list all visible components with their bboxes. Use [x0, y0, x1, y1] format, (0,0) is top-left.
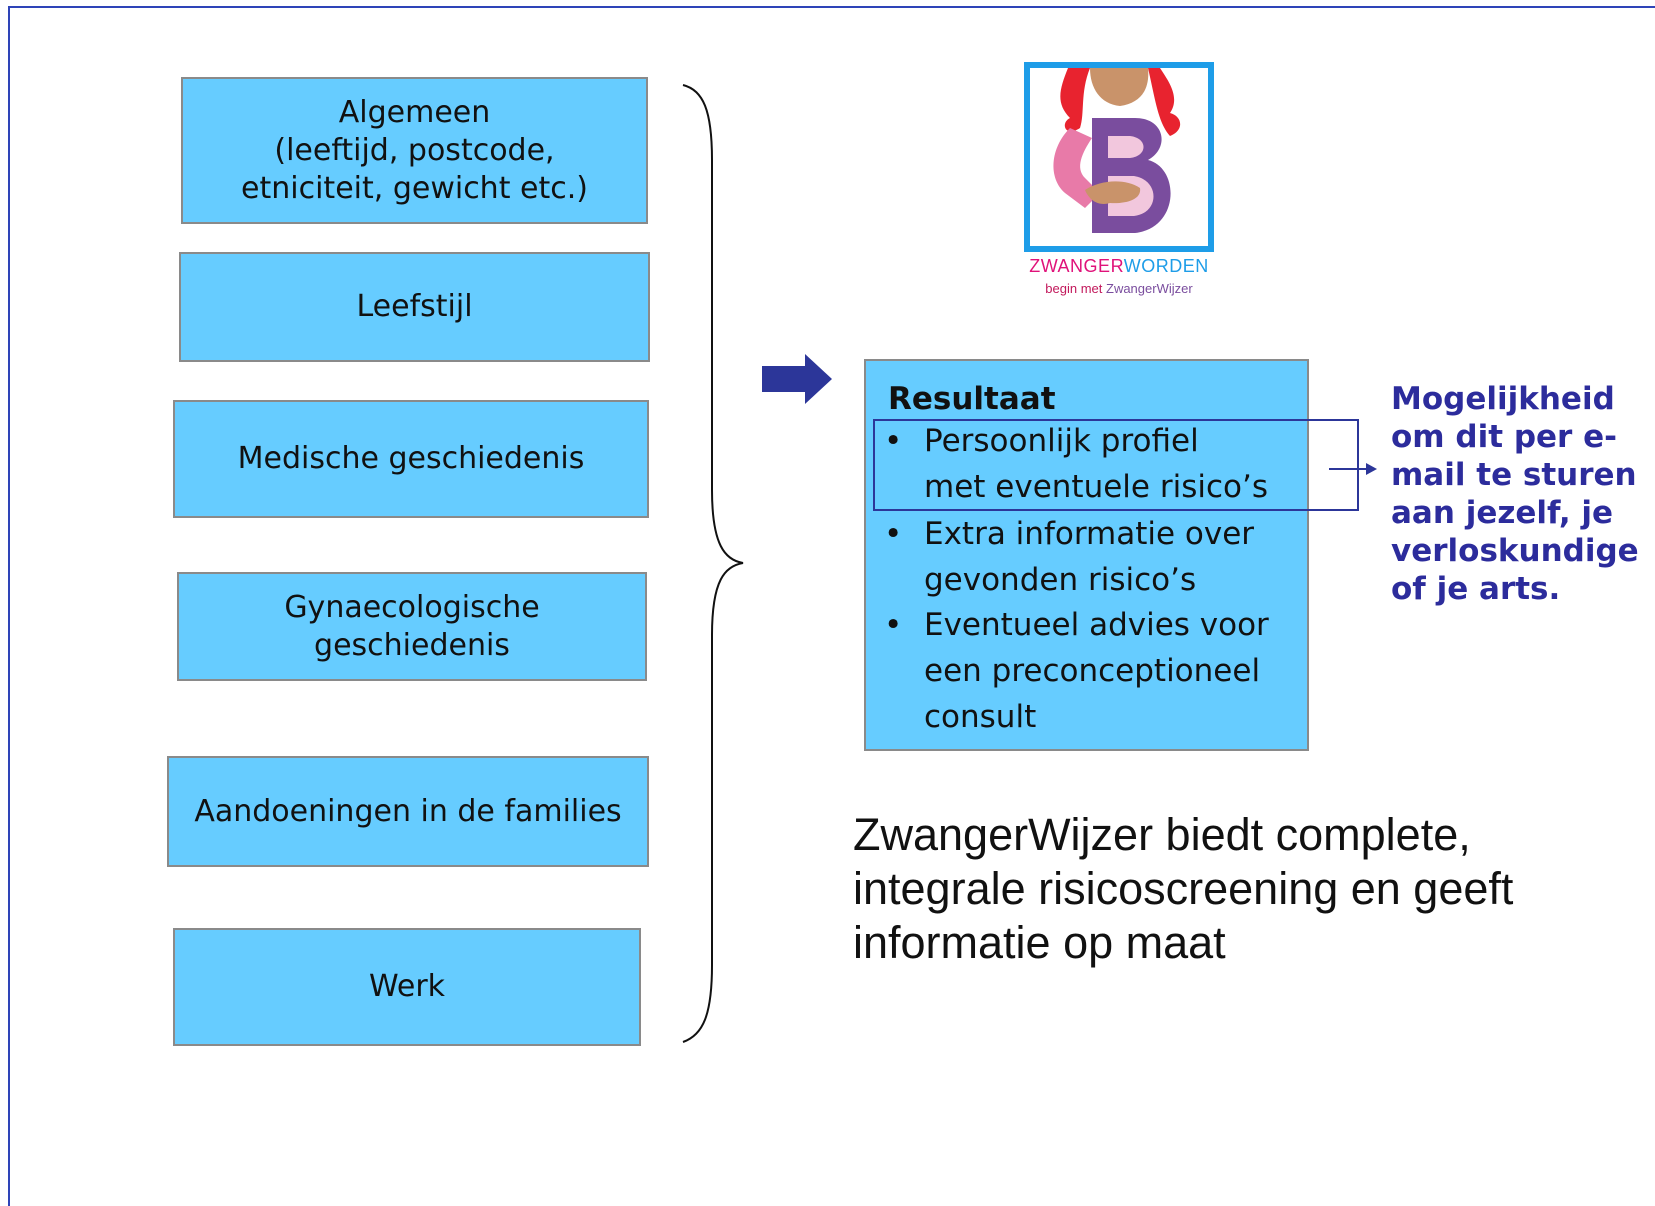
bullet-icon: • — [884, 516, 903, 552]
category-label: Werk — [368, 969, 446, 1004]
logo-tagline-part1: begin met — [1045, 281, 1106, 296]
curly-brace — [682, 84, 744, 1043]
slide-frame — [8, 6, 1655, 1206]
diagram-connectors — [682, 84, 1377, 1043]
result-list-item: • Extra informatie over gevonden risico’… — [884, 511, 1304, 603]
result-item-text: Persoonlijk profiel met eventuele risico… — [924, 423, 1268, 505]
category-label: Leefstijl — [356, 289, 473, 324]
zwangerwijzer-logo — [1024, 62, 1214, 252]
category-label: Medische geschiedenis — [237, 441, 585, 476]
category-box-family-conditions: Aandoeningen in de families — [167, 756, 649, 867]
bullet-icon: • — [884, 607, 903, 643]
logo-brand-part1: ZWANGER — [1029, 256, 1124, 276]
category-label: Algemeen (leeftijd, postcode, etniciteit… — [241, 94, 588, 206]
category-label: Gynaecologische geschiedenis — [284, 589, 540, 663]
result-item-text: Eventueel advies voor een preconceptione… — [924, 607, 1269, 735]
result-title: Resultaat — [888, 381, 1056, 417]
category-label: Aandoeningen in de families — [194, 793, 622, 829]
logo-brand-text: ZWANGERWORDEN — [1023, 256, 1215, 277]
bullet-icon: • — [884, 423, 903, 459]
category-box-gynaecological-history: Gynaecologische geschiedenis — [177, 572, 647, 681]
small-arrow-icon — [1329, 463, 1377, 475]
category-box-lifestyle: Leefstijl — [179, 252, 650, 362]
summary-text: ZwangerWijzer biedt complete, integrale … — [853, 809, 1514, 968]
category-box-medical-history: Medische geschiedenis — [173, 400, 649, 518]
logo-tagline-part2: ZwangerWijzer — [1106, 281, 1193, 296]
right-arrow-icon — [762, 354, 832, 404]
category-box-general: Algemeen (leeftijd, postcode, etniciteit… — [181, 77, 648, 224]
logo-tagline: begin met ZwangerWijzer — [1023, 281, 1215, 296]
result-item-text: Extra informatie over gevonden risico’s — [924, 516, 1255, 598]
category-box-work: Werk — [173, 928, 641, 1046]
logo-brand-part2: WORDEN — [1123, 256, 1209, 276]
email-option-note: Mogelijkheid om dit per e- mail te sture… — [1391, 381, 1639, 607]
result-list-item: • Persoonlijk profiel met eventuele risi… — [884, 418, 1304, 510]
result-box: Resultaat — [864, 359, 1309, 751]
pregnant-woman-icon — [1030, 68, 1208, 246]
profile-highlight-frame — [873, 419, 1359, 511]
result-list-item: • Eventueel advies voor een preconceptio… — [884, 602, 1304, 740]
